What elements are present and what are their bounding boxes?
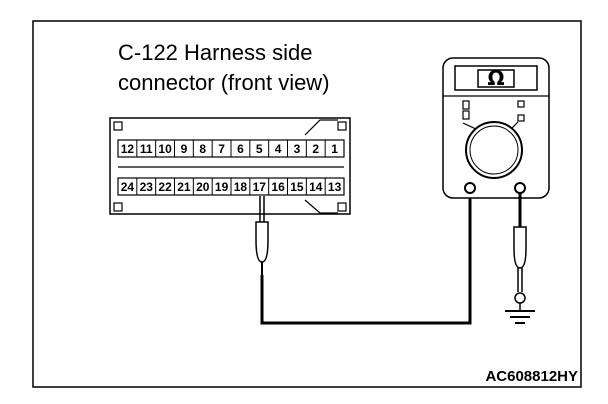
connector-latch-top-left bbox=[113, 121, 123, 131]
title-line-1: C-122 Harness side bbox=[118, 40, 312, 65]
top-row-pin-10: 10 bbox=[158, 142, 172, 156]
top-row-pin-12: 12 bbox=[121, 142, 135, 156]
top-row-pin-11: 11 bbox=[140, 142, 153, 156]
top-row-pin-3: 3 bbox=[294, 142, 301, 156]
bottom-row-pin-20: 20 bbox=[196, 180, 210, 194]
ohm-symbol-icon: Ω bbox=[487, 66, 504, 90]
bottom-row-pin-15: 15 bbox=[290, 180, 304, 194]
title-line-2: connector (front view) bbox=[118, 70, 330, 95]
top-row-pin-7: 7 bbox=[218, 142, 225, 156]
connector-key-bottom bbox=[304, 199, 338, 214]
figure-code: AC608812HY bbox=[485, 368, 578, 385]
ohm-jack bbox=[514, 182, 526, 194]
bottom-row-pin-21: 21 bbox=[177, 180, 191, 194]
frame-border bbox=[32, 20, 582, 388]
connector-latch-top-right bbox=[337, 121, 347, 131]
bottom-row-pin-23: 23 bbox=[140, 180, 154, 194]
bottom-row-pin-18: 18 bbox=[234, 180, 248, 194]
top-row-pin-5: 5 bbox=[256, 142, 263, 156]
ground-symbol-icon bbox=[505, 310, 535, 324]
ohmmeter: Ω bbox=[442, 57, 550, 199]
bottom-row-pin-13: 13 bbox=[328, 180, 342, 194]
ground-probe bbox=[513, 193, 527, 311]
bottom-row-pin-17: 17 bbox=[253, 180, 267, 194]
connector-latch-bottom-left bbox=[113, 202, 123, 212]
selector-dial bbox=[465, 121, 523, 179]
connector-outline bbox=[109, 117, 351, 215]
bottom-row-pin-24: 24 bbox=[121, 180, 135, 194]
bottom-row-pin-16: 16 bbox=[271, 180, 285, 194]
connector-key-top bbox=[304, 119, 338, 136]
bottom-row-pin-22: 22 bbox=[158, 180, 172, 194]
top-row-pin-4: 4 bbox=[275, 142, 282, 156]
connector-probe bbox=[255, 196, 269, 275]
bottom-row-pin-14: 14 bbox=[309, 180, 323, 194]
top-row-pin-6: 6 bbox=[237, 142, 244, 156]
top-row-pin-2: 2 bbox=[312, 142, 319, 156]
ohmmeter-display bbox=[454, 65, 538, 91]
bottom-row-pin-19: 19 bbox=[215, 180, 229, 194]
top-row-pin-9: 9 bbox=[181, 142, 188, 156]
connector-latch-bottom-right bbox=[337, 202, 347, 212]
top-row-pin-1: 1 bbox=[331, 142, 338, 156]
com-jack bbox=[464, 182, 476, 194]
test-lead-wire bbox=[260, 188, 472, 325]
top-row-pin-8: 8 bbox=[199, 142, 206, 156]
